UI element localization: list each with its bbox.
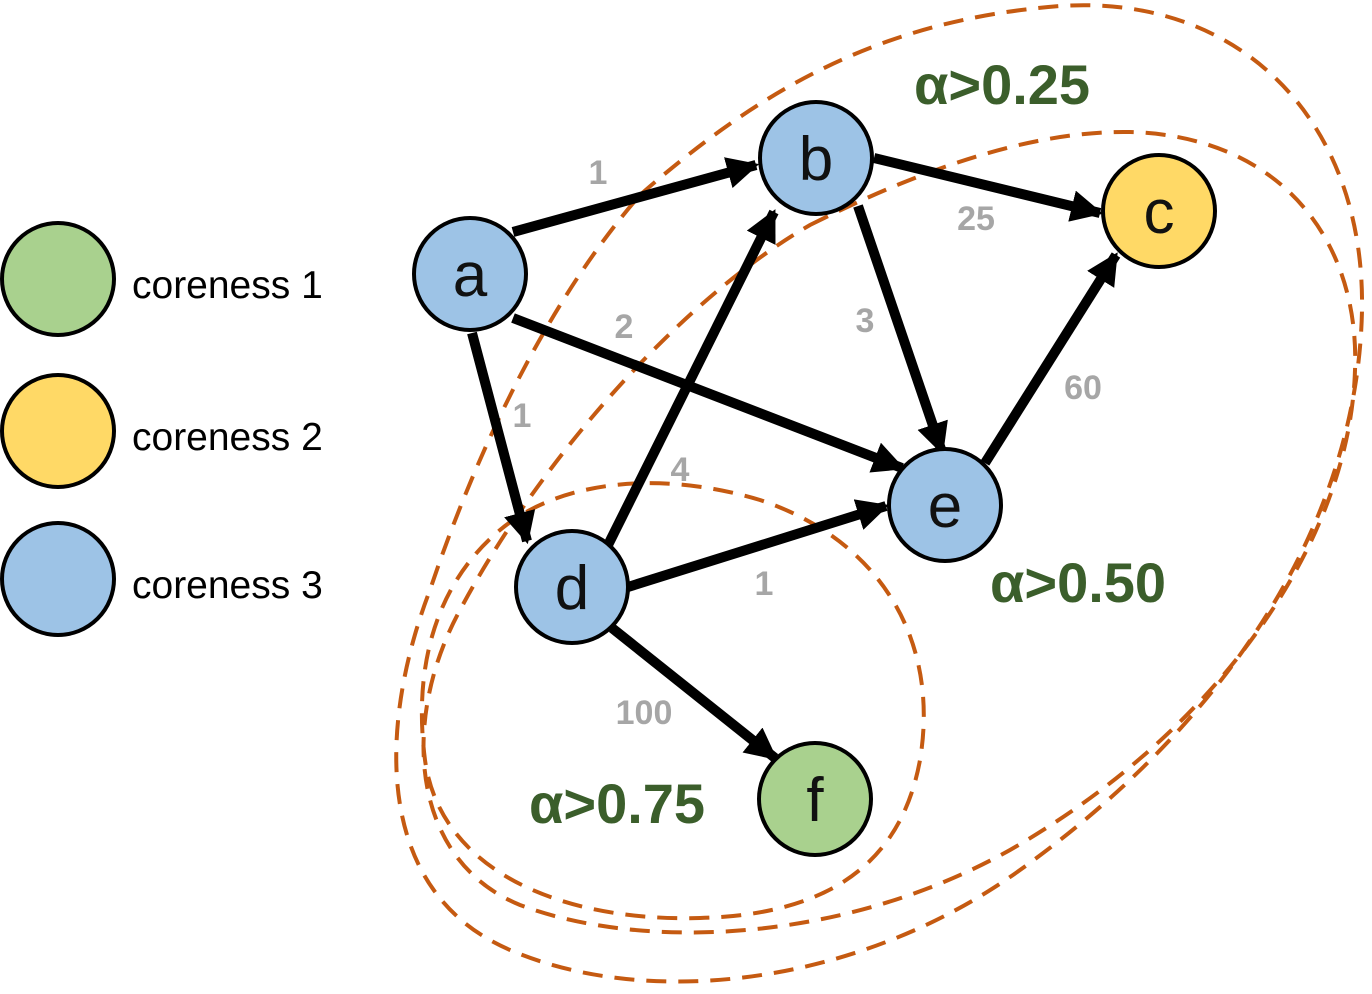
legend-swatch-coreness-2 [0, 373, 116, 489]
edge-a-b [511, 157, 760, 237]
node-e-label: e [928, 472, 962, 541]
region-alpha-050 [421, 129, 1358, 935]
edge-d-e [626, 499, 890, 592]
legend-swatch-coreness-3 [0, 521, 116, 637]
node-b-label: b [799, 125, 833, 194]
node-a-circle [412, 216, 528, 332]
edge-b-e [853, 204, 948, 456]
legend-item-coreness-2: coreness 2 [0, 373, 323, 489]
edges [467, 153, 1121, 762]
weight-e-c: 60 [1064, 369, 1102, 407]
weight-d-e: 1 [755, 565, 774, 603]
weight-b-c: 25 [957, 200, 995, 238]
weight-a-e: 2 [615, 308, 634, 346]
node-c-circle [1101, 153, 1217, 269]
region-alpha-025 [394, 3, 1365, 984]
node-f-circle [757, 741, 873, 857]
threshold-regions [394, 3, 1365, 984]
node-b: b [758, 100, 874, 216]
edge-weights: 1 2 1 25 3 4 1 100 60 [513, 154, 1102, 732]
region-labels: α>0.25 α>0.50 α>0.75 [529, 53, 1166, 835]
legend-label-coreness-1: coreness 1 [132, 264, 323, 307]
node-d: d [514, 529, 630, 645]
weight-d-f: 100 [616, 694, 673, 732]
legend-label-coreness-2: coreness 2 [132, 416, 323, 459]
node-b-circle [758, 100, 874, 216]
node-e-circle [887, 447, 1003, 563]
legend-item-coreness-3: coreness 3 [0, 521, 323, 637]
edge-b-c [872, 153, 1104, 222]
legend-swatch-coreness-1 [0, 221, 116, 337]
region-label-050: α>0.50 [990, 551, 1166, 614]
legend-label-coreness-3: coreness 3 [132, 564, 323, 607]
region-label-025: α>0.25 [914, 53, 1090, 116]
edge-e-c [980, 252, 1121, 466]
weight-a-d: 1 [513, 397, 532, 435]
legend-item-coreness-1: coreness 1 [0, 221, 323, 337]
region-label-075: α>0.75 [529, 772, 705, 835]
node-e: e [887, 447, 1003, 563]
region-alpha-075 [419, 481, 926, 921]
nodes: a b c d e f [412, 100, 1217, 857]
edge-a-d [467, 331, 536, 545]
node-d-circle [514, 529, 630, 645]
weight-b-e: 3 [856, 302, 875, 340]
edge-d-f [608, 624, 779, 762]
edge-a-e [511, 313, 905, 473]
edge-d-b [603, 209, 779, 548]
node-f-label: f [806, 766, 824, 835]
node-f: f [757, 741, 873, 857]
weight-d-b: 4 [671, 451, 690, 489]
node-c: c [1101, 153, 1217, 269]
node-c-label: c [1144, 178, 1175, 247]
legend: coreness 1 coreness 2 coreness 3 [0, 221, 323, 637]
node-a-label: a [453, 241, 488, 310]
node-a: a [412, 216, 528, 332]
weight-a-b: 1 [589, 154, 608, 192]
node-d-label: d [555, 554, 589, 623]
